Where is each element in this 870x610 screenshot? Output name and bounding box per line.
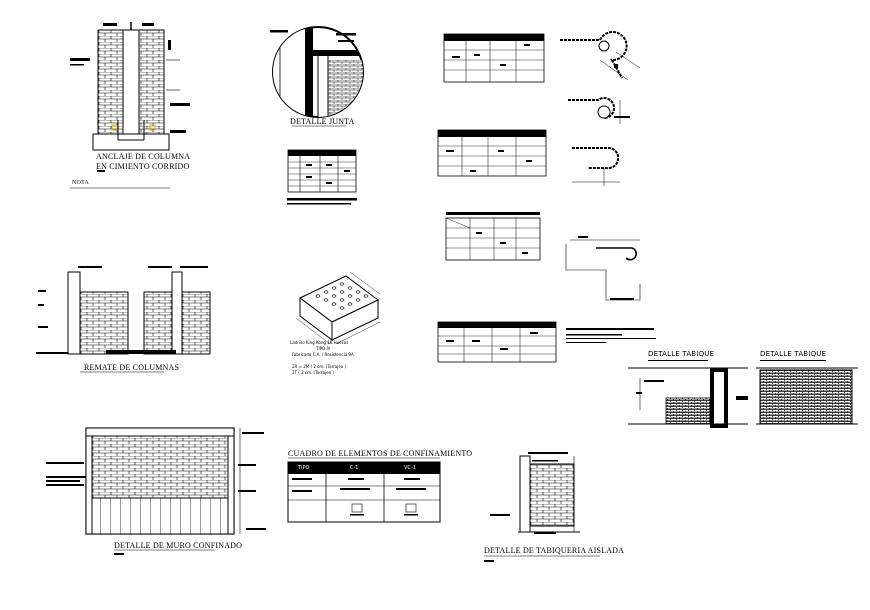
hook-detail-3 xyxy=(572,147,620,186)
anclaje-columna-detail xyxy=(70,22,190,189)
rebar-table-2 xyxy=(437,129,547,177)
detalle-tabique-1 xyxy=(628,360,748,428)
brick-note-1: Ladrillo King Kong 18 Huecos xyxy=(290,340,349,345)
rebar-table-3 xyxy=(445,212,541,261)
detalle-tabique-title-1: DETALLE TABIQUE xyxy=(648,350,715,358)
detalle-junta-title: DETALLE JUNTA xyxy=(290,117,355,126)
remate-columnas-title: REMATE DE COLUMNAS xyxy=(84,363,180,372)
remate-columnas-detail xyxy=(36,266,211,373)
cuadro-title: CUADRO DE ELEMENTOS DE CONFINAMIENTO xyxy=(288,449,473,458)
muro-confinado-title: DETALLE DE MURO CONFINADO xyxy=(114,541,243,550)
rebar-table-1 xyxy=(443,33,545,83)
tabiqueria-aislada-detail xyxy=(484,452,600,562)
anclaje-title-line1: ANCLAJE DE COLUMNA xyxy=(96,152,191,161)
hook-detail-4 xyxy=(565,236,656,343)
hook-detail-1 xyxy=(560,31,641,81)
detalle-junta-detail xyxy=(270,26,364,127)
muro-confinado-detail xyxy=(46,427,266,555)
anclaje-title-line2: EN CIMIENTO CORRIDO xyxy=(96,162,190,171)
rebar-table-4 xyxy=(437,321,557,363)
brick-note-5: 2T ( 2 cm. (Tarrajeo ) xyxy=(292,370,334,375)
detalle-tabique-title-2: DETALLE TABIQUE xyxy=(760,350,827,358)
brick-note-4: 2R = 2M ( 2 cm. (Tarrajeo ) xyxy=(292,364,347,369)
brick-note-3: Fabricado C.A. / Resistencia 9A xyxy=(292,352,354,357)
nota-label: NOTA xyxy=(72,180,89,186)
cuadro-header-vc1: VC-1 xyxy=(404,465,416,471)
brick-note-2: TIPO IV xyxy=(316,346,331,351)
junta-table xyxy=(287,149,357,205)
cuadro-header-tipo: TIPO xyxy=(298,465,310,471)
hook-detail-2 xyxy=(568,97,630,124)
cuadro-header-c1: C-1 xyxy=(350,465,359,471)
brick-isometric xyxy=(295,271,381,345)
cuadro-confinamiento-table xyxy=(287,457,441,523)
detalle-tabique-2 xyxy=(756,360,858,425)
tabiqueria-aislada-title: DETALLE DE TABIQUERIA AISLADA xyxy=(484,546,625,555)
